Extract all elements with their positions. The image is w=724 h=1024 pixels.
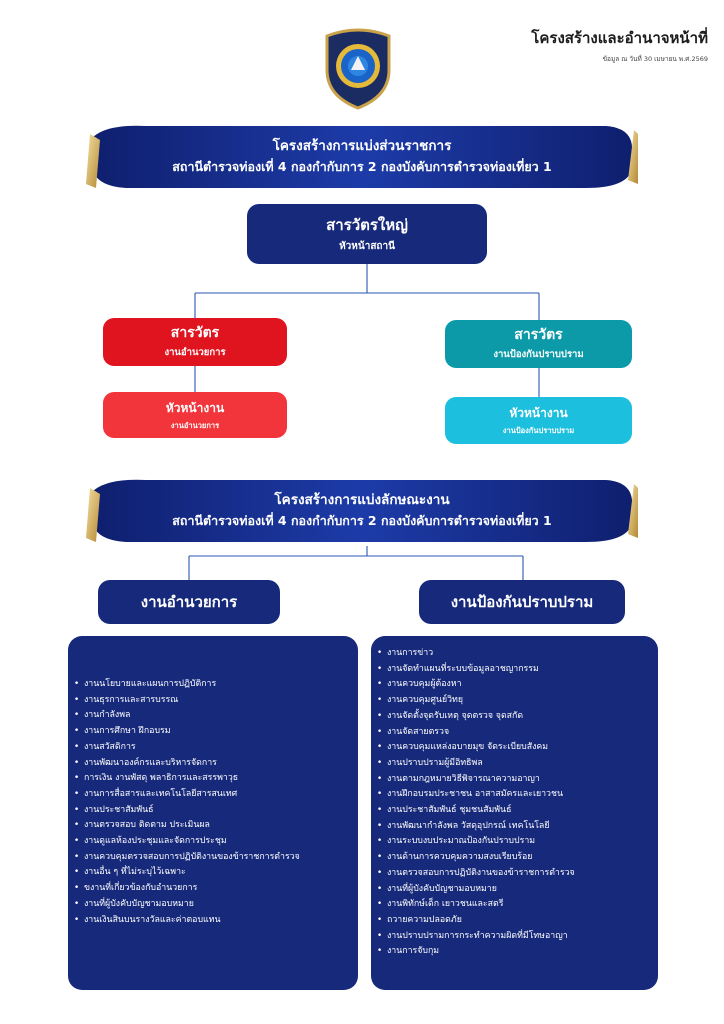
admin-duties-panel: งานนโยบายและแผนการปฏิบัติการงานธุรการและ… [68,636,358,990]
list-item: งานประชาสัมพันธ์ ชุมชนสัมพันธ์ [377,803,652,819]
page-title: โครงสร้างและอำนาจหน้าที่ [531,29,708,47]
list-item: งานการข่าว [377,646,652,662]
admin-inspector-title: สารวัตร [170,325,220,341]
admin-head-sub: งานอำนวยการ [170,421,220,430]
list-item: ถวายความปลอดภัย [377,913,652,929]
list-item: งานสวัสดิการ [74,740,352,756]
list-item: งานจัดตั้งจุดรับเหตุ จุดตรวจ จุดสกัด [377,709,652,725]
list-item: งานควบคุมตรวจสอบการปฏิบัติงานของข้าราชกา… [74,850,352,866]
list-item: งานควบคุมแหล่งอบายมุข จัดระเบียบสังคม [377,740,652,756]
list-item: งานกำลังพล [74,708,352,724]
prevention-section-title: งานป้องกันปราบปราม [419,580,625,624]
list-item: งานตรวจสอบ ติดตาม ประเมินผล [74,818,352,834]
admin-inspector-sub: งานอำนวยการ [164,347,226,358]
admin-head-box: หัวหน้างาน งานอำนวยการ [103,392,287,438]
list-item: งานควบคุมศูนย์วิทยุ [377,693,652,709]
chief-title: สารวัตรใหญ่ [326,216,408,234]
list-item: ขงานที่เกี่ยวข้องกับอำนวยการ [74,881,352,897]
prevention-inspector-box: สารวัตร งานป้องกันปราบปราม [445,320,632,368]
prevention-head-title: หัวหน้างาน [509,406,568,420]
list-item: งานดูแลห้องประชุมและจัดการประชุม [74,834,352,850]
list-item: งานพัฒนาองค์กรและบริหารจัดการ [74,756,352,772]
prevention-inspector-sub: งานป้องกันปราบปราม [493,349,584,360]
prevention-head-sub: งานป้องกันปราบปราม [502,426,575,435]
list-item: งานปราบปรามการกระทำความผิดที่มีโทษอาญา [377,929,652,945]
admin-inspector-box: สารวัตร งานอำนวยการ [103,318,287,366]
chief-inspector-box: สารวัตรใหญ่ หัวหน้าสถานี [247,204,487,264]
admin-head-title: หัวหน้างาน [165,401,225,415]
list-item: งานพิทักษ์เด็ก เยาวชนและสตรี [377,897,652,913]
prevention-duties-list: งานการข่าวงานจัดทำแผนที่ระบบข้อมูลอาชญาก… [377,646,652,960]
banner1-line1: โครงสร้างการแบ่งส่วนราชการ [272,138,452,154]
list-item: งานอื่น ๆ ที่ไม่ระบุไว้เฉพาะ [74,865,352,881]
tourist-police-logo [323,26,393,110]
chief-subtitle: หัวหน้าสถานี [339,241,395,252]
list-item: งานนโยบายและแผนการปฏิบัติการ [74,677,352,693]
list-item: งานตรวจสอบการปฏิบัติงานของข้าราชการตำรวจ [377,866,652,882]
banner1-line2: สถานีตำรวจท่องเที่ 4 กองกำกับการ 2 กองบั… [172,159,552,174]
list-item: งานควบคุมผู้ต้องหา [377,677,652,693]
list-item: งานการศึกษา ฝึกอบรม [74,724,352,740]
list-item: งานจัดทำแผนที่ระบบข้อมูลอาชญากรรม [377,662,652,678]
list-item: งานที่ผู้บังคับบัญชามอบหมาย [377,882,652,898]
list-item: การเงิน งานพัสดุ พลาธิการและสรรพาวุธ [74,771,352,787]
banner2-line1: โครงสร้างการแบ่งลักษณะงาน [274,492,450,508]
list-item: งานฝึกอบรมประชาชน อาสาสมัครและเยาวชน [377,787,652,803]
org-structure-banner: โครงสร้างการแบ่งส่วนราชการ สถานีตำรวจท่อ… [86,122,638,192]
page-date: ข้อมูล ณ วันที่ 30 เมษายน พ.ศ.2569 [602,55,708,63]
list-item: งานการสื่อสารและเทคโนโลยีสารสนเทศ [74,787,352,803]
list-item: งานที่ผู้บังคับบัญชามอบหมาย [74,897,352,913]
work-structure-banner: โครงสร้างการแบ่งลักษณะงาน สถานีตำรวจท่อง… [86,476,638,546]
list-item: งานจัดสายตรวจ [377,725,652,741]
list-item: งานปราบปรามผู้มีอิทธิพล [377,756,652,772]
admin-section-title: งานอำนวยการ [98,580,280,624]
list-item: งานธุรการและสารบรรณ [74,693,352,709]
prevention-duties-panel: งานการข่าวงานจัดทำแผนที่ระบบข้อมูลอาชญาก… [371,636,658,990]
list-item: งานประชาสัมพันธ์ [74,803,352,819]
list-item: งานระบบงบประมาณป้องกันปราบปราม [377,834,652,850]
banner2-line2: สถานีตำรวจท่องเที่ 4 กองกำกับการ 2 กองบั… [172,513,552,528]
list-item: งานเงินสินบนรางวัลและค่าตอบแทน [74,913,352,929]
admin-duties-list: งานนโยบายและแผนการปฏิบัติการงานธุรการและ… [74,677,352,928]
prevention-head-box: หัวหน้างาน งานป้องกันปราบปราม [445,397,632,444]
list-item: งานพัฒนากำลังพล วัสดุอุปกรณ์ เทคโนโลยี [377,819,652,835]
list-item: งานตามกฎหมายวิธีพิจารณาความอาญา [377,772,652,788]
list-item: งานด้านการควบคุมความสงบเรียบร้อย [377,850,652,866]
list-item: งานการจับกุม [377,944,652,960]
prevention-inspector-title: สารวัตร [514,327,563,343]
